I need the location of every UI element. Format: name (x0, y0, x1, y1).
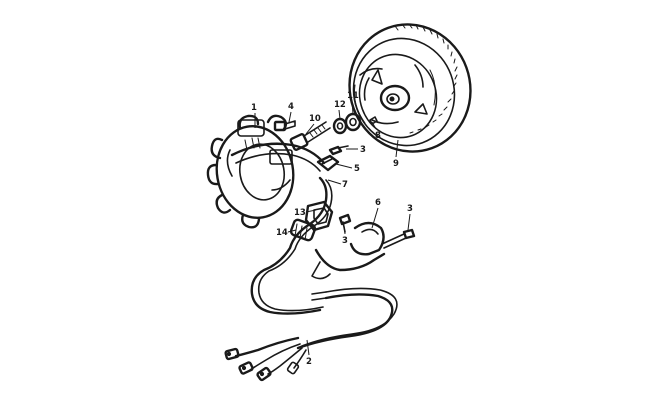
screw-4 (273, 120, 296, 132)
callout-3-middle: 3 (342, 236, 348, 246)
screw-3-upper (328, 145, 349, 156)
nut-11 (344, 112, 362, 132)
callout-5: 5 (354, 164, 360, 174)
callout-13: 13 (294, 208, 306, 218)
screw-3-middle (338, 213, 352, 233)
callout-10: 10 (309, 114, 321, 124)
callout-8: 8 (375, 131, 381, 141)
clip-5 (316, 154, 340, 172)
key-8 (369, 116, 378, 125)
callout-7: 7 (342, 180, 348, 190)
callout-1: 1 (251, 103, 257, 113)
callout-9: 9 (393, 159, 399, 169)
bracket-6 (311, 221, 386, 280)
washer-12 (332, 117, 348, 135)
callout-3-upper: 3 (360, 145, 366, 155)
callout-14: 14 (276, 228, 288, 238)
flywheel (348, 23, 472, 153)
callout-12: 12 (334, 100, 346, 110)
bolt-3-right (381, 228, 416, 249)
callout-6: 6 (375, 198, 381, 208)
bolt-10 (289, 121, 331, 151)
callout-2: 2 (306, 357, 312, 367)
callout-11: 11 (347, 91, 359, 101)
callout-labels: 1 4 10 12 11 8 9 3 5 7 13 14 3 6 3 2 (251, 91, 413, 367)
connector-pigtails (224, 336, 307, 382)
callout-3-right: 3 (407, 204, 413, 214)
leader-lines (254, 100, 411, 356)
grommet-13 (304, 200, 334, 232)
callout-4: 4 (288, 102, 294, 112)
